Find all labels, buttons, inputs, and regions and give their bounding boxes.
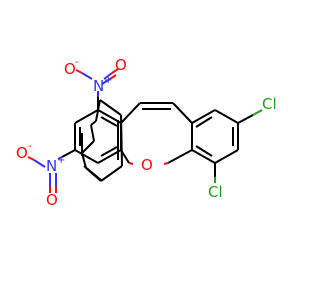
bond xyxy=(167,149,193,164)
nitrogen-label: N xyxy=(93,77,104,95)
bond xyxy=(100,116,118,127)
nitrogen-bond xyxy=(33,159,46,168)
bond xyxy=(97,109,122,124)
bond xyxy=(99,99,122,116)
oxygen-label: O xyxy=(64,60,76,78)
bond xyxy=(100,165,123,182)
nitrogen-bond xyxy=(81,72,93,80)
bond xyxy=(81,140,95,154)
bond xyxy=(214,149,239,164)
bond xyxy=(120,102,141,124)
chlorine-label: Cl xyxy=(262,95,277,113)
bond xyxy=(191,109,216,124)
oxygen-bond xyxy=(27,156,35,161)
bond xyxy=(195,145,213,157)
left-benzene xyxy=(74,109,122,164)
bond xyxy=(120,149,130,164)
bond xyxy=(214,109,239,124)
oxygen-charge: - xyxy=(75,57,79,68)
nitrogen-bond xyxy=(57,156,63,160)
bond xyxy=(191,149,216,164)
bond xyxy=(172,102,193,124)
bond xyxy=(83,165,102,181)
central-ring xyxy=(120,102,193,165)
oxygen-bond xyxy=(109,74,117,80)
oxygen-label: O xyxy=(16,144,28,162)
bond xyxy=(90,120,97,126)
oxygen-bond xyxy=(75,69,83,74)
nitrogen-bond xyxy=(103,72,113,80)
chlorine-label: Cl xyxy=(208,183,223,201)
atom-labels: N + O - O N + O - O O Cl Cl xyxy=(16,56,277,209)
bond xyxy=(90,124,95,142)
bond xyxy=(61,149,76,158)
bond xyxy=(97,149,122,164)
oxygen-label: O xyxy=(115,56,127,74)
oxygen-bond xyxy=(111,68,119,74)
bond xyxy=(74,149,99,164)
chlorine-bond xyxy=(252,109,263,116)
oxygen-bond xyxy=(163,162,169,165)
bond xyxy=(195,116,213,128)
nitrogen-charge: + xyxy=(104,75,112,86)
bond xyxy=(74,109,99,124)
oxygen-bond xyxy=(128,162,134,165)
bond xyxy=(237,114,254,124)
structure-svg: N + O - O N + O - O O Cl Cl xyxy=(16,56,277,209)
right-benzene xyxy=(191,109,239,164)
nitrogen-bond xyxy=(101,78,111,85)
oxygen-label: O xyxy=(46,191,58,209)
nitrogen-charge: + xyxy=(57,155,65,166)
ring-oxygen-label: O xyxy=(141,156,153,174)
molecule-diagram: N + O - O N + O - O O Cl Cl xyxy=(16,56,277,209)
nitrogen-label: N xyxy=(46,157,57,175)
oxygen-charge: - xyxy=(28,141,32,152)
bond xyxy=(100,146,118,157)
substituents xyxy=(27,68,263,193)
